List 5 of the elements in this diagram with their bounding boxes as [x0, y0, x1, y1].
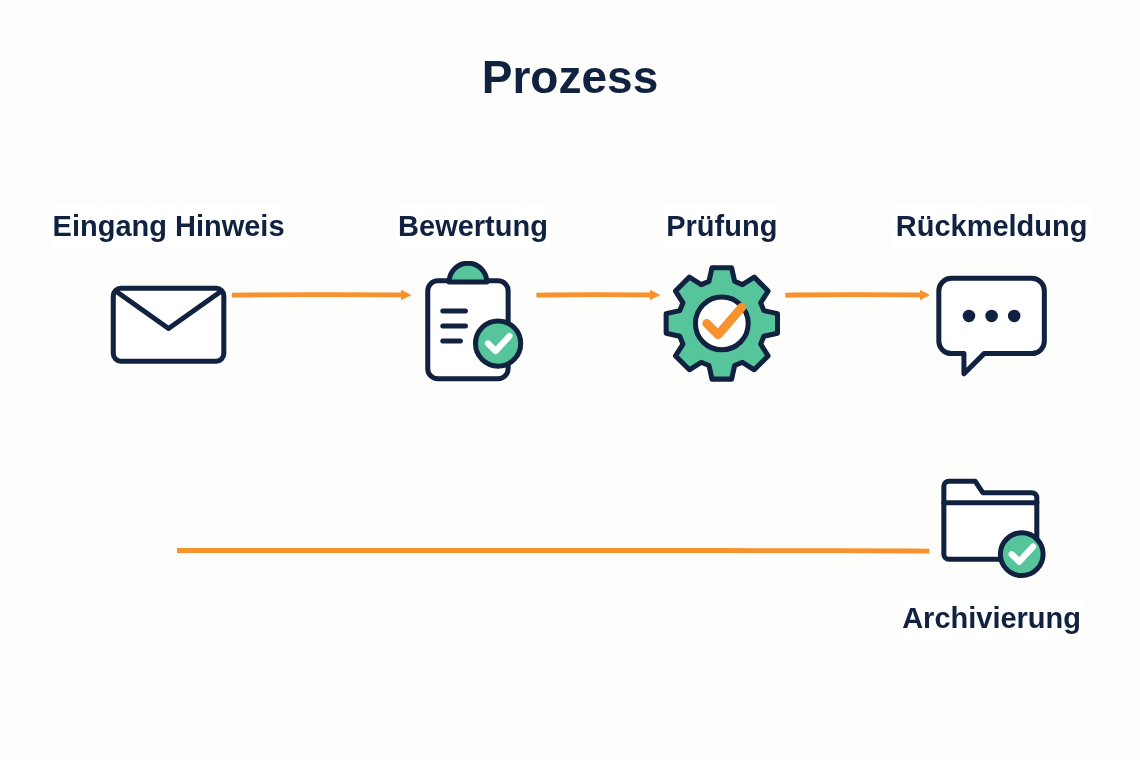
- arrow: [536, 289, 661, 300]
- diagram-title: Prozess: [481, 50, 659, 104]
- connector-line: [177, 547, 930, 554]
- arrow: [785, 289, 930, 300]
- arrow: [231, 289, 412, 300]
